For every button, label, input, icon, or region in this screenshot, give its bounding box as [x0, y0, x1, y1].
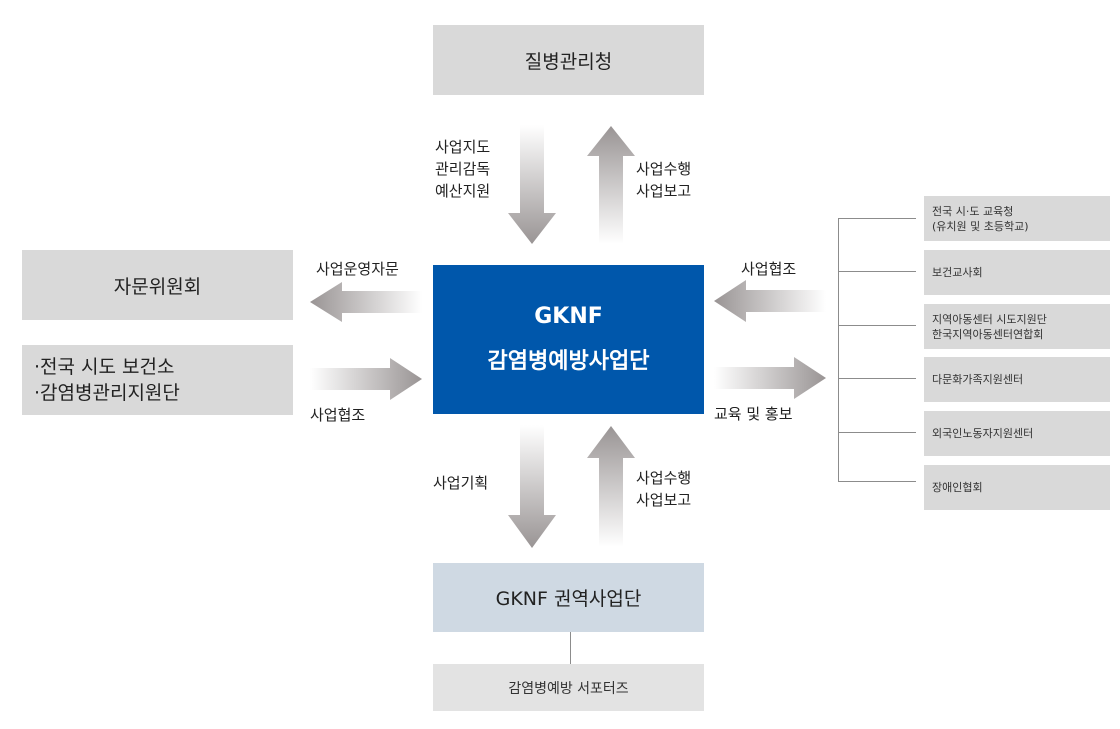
health-centers-line-2: ·감염병관리지원단 [34, 382, 180, 404]
advisory-committee-box: 자문위원회 [22, 250, 293, 320]
supporters-box: 감염병예방 서포터즈 [433, 664, 704, 711]
regional-unit-label: GKNF 권역사업단 [495, 588, 642, 610]
center-box: GKNF 감염병예방사업단 [433, 265, 704, 414]
advisory-committee-label: 자문위원회 [113, 275, 202, 298]
bottom-down-label: 사업기획 [433, 474, 489, 492]
kdca-box: 질병관리청 [433, 25, 704, 95]
right-list-connector-3 [838, 325, 916, 326]
partner-box-child-centers: 지역아동센터 시도지원단 한국지역아동센터연합회 [924, 304, 1110, 349]
partner-box-multicultural: 다문화가족지원센터 [924, 357, 1110, 402]
partner-box-disability: 장애인협회 [924, 465, 1110, 510]
bottom-up-label: 사업수행 사업보고 [636, 469, 692, 509]
partner-box-school-nurses: 보건교사회 [924, 250, 1110, 295]
right-out-label: 교육 및 홍보 [714, 405, 793, 423]
right-list-connector-2 [838, 271, 916, 272]
arrow-left-icon [310, 282, 422, 322]
supporters-connector [570, 632, 571, 664]
health-centers-line-1: ·전국 시도 보건소 [34, 356, 175, 378]
arrow-right-left-side-icon [310, 358, 422, 400]
arrow-down-top-icon [508, 125, 556, 244]
regional-unit-box: GKNF 권역사업단 [433, 563, 704, 632]
partner-box-foreign-workers: 외국인노동자지원센터 [924, 411, 1110, 456]
right-list-connector-1 [838, 218, 916, 219]
arrow-right-icon [714, 357, 826, 399]
center-title: GKNF [534, 304, 603, 329]
top-up-label: 사업수행 사업보고 [636, 160, 692, 200]
top-down-label: 사업지도 관리감독 예산지원 [435, 138, 491, 200]
left-in-label: 사업협조 [310, 406, 366, 424]
supporters-label: 감염병예방 서포터즈 [508, 680, 629, 697]
arrow-up-bottom-icon [587, 426, 635, 547]
right-list-connector-6 [838, 481, 916, 482]
right-in-label: 사업협조 [741, 260, 797, 278]
kdca-label: 질병관리청 [524, 50, 613, 73]
right-list-connector-4 [838, 378, 916, 379]
health-centers-box: ·전국 시도 보건소 ·감염병관리지원단 [22, 345, 293, 415]
arrow-down-bottom-icon [508, 425, 556, 548]
arrow-left-right-side-icon [714, 280, 826, 322]
partner-box-education-office: 전국 시·도 교육청 (유치원 및 초등학교) [924, 196, 1110, 241]
arrow-up-top-icon [587, 126, 635, 244]
left-out-label: 사업운영자문 [316, 260, 399, 278]
center-subtitle: 감염병예방사업단 [487, 349, 650, 374]
right-list-connector-vertical [838, 218, 839, 482]
right-list-connector-5 [838, 432, 916, 433]
